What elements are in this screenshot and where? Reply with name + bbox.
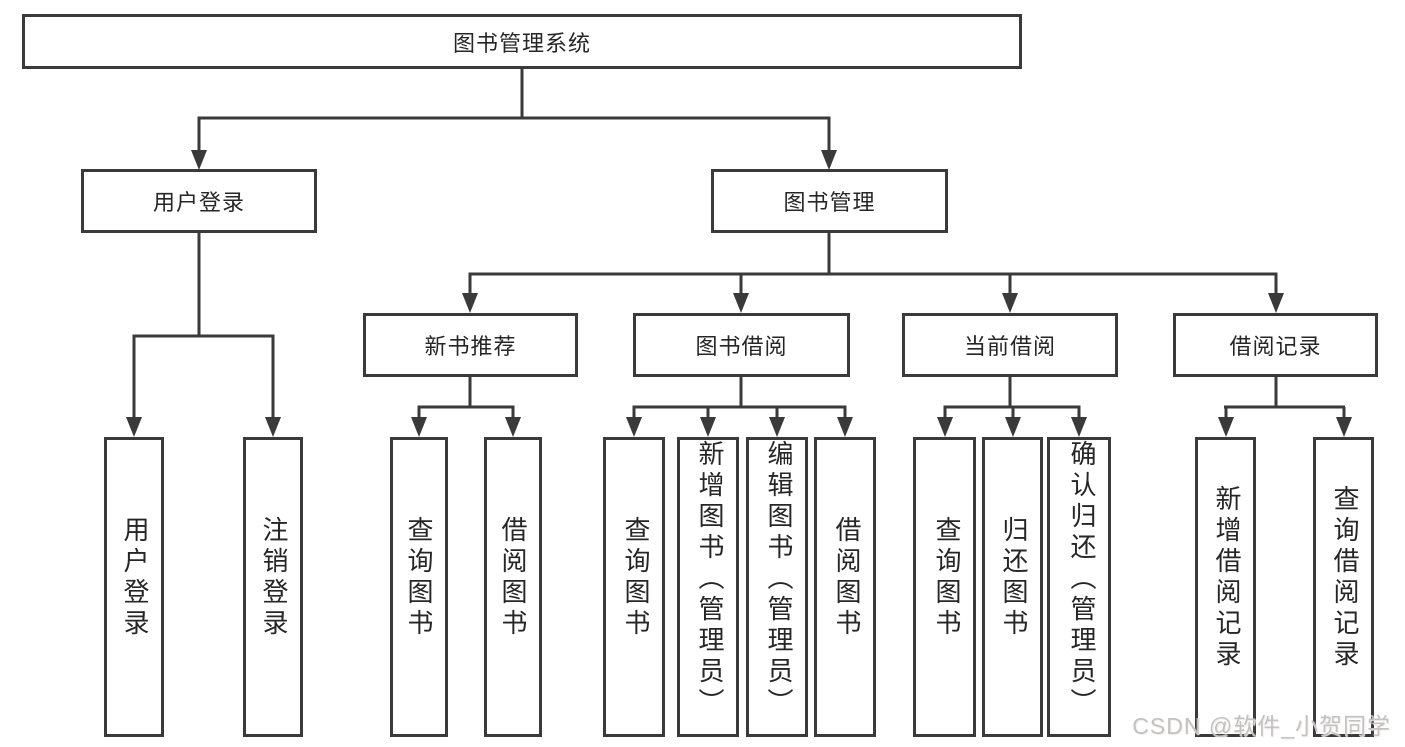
csdn-watermark: CSDN @软件_小贺同学 (1132, 713, 1391, 739)
arrow-down-icon (837, 417, 853, 437)
node-current-borrow: 当前借阅 (902, 313, 1118, 377)
node-borrow-records: 借阅记录 (1173, 313, 1378, 377)
leaf-borrow-books: 借阅图书 (814, 437, 876, 737)
leaf-confirm-return-admin: 确认归还（管理员） (1047, 437, 1111, 737)
leaf-add-borrow-record: 新增借阅记录 (1195, 437, 1256, 737)
arrow-down-icon (1218, 417, 1234, 437)
arrow-down-icon (1336, 417, 1352, 437)
arrow-down-icon (505, 417, 521, 437)
node-book-borrow: 图书借阅 (633, 313, 850, 377)
leaf-current-query-books: 查询图书 (913, 437, 976, 737)
arrow-down-icon (1071, 417, 1087, 437)
node-user-login: 用户登录 (81, 169, 317, 233)
arrow-down-icon (1005, 417, 1021, 437)
arrow-down-icon (769, 417, 785, 437)
arrow-down-icon (1002, 293, 1018, 313)
arrow-down-icon (191, 150, 207, 170)
arrow-down-icon (1268, 293, 1284, 313)
leaf-user-login: 用户登录 (104, 437, 164, 737)
arrow-down-icon (821, 150, 837, 170)
arrow-down-icon (937, 417, 953, 437)
node-root: 图书管理系统 (22, 14, 1022, 69)
leaf-recommend-query-books: 查询图书 (390, 437, 448, 737)
arrow-down-icon (411, 417, 427, 437)
leaf-borrow-query-books: 查询图书 (603, 437, 665, 737)
arrow-down-icon (733, 293, 749, 313)
node-new-book-recommend: 新书推荐 (363, 313, 578, 377)
leaf-edit-book-admin: 编辑图书（管理员） (746, 437, 808, 737)
arrow-down-icon (265, 417, 281, 437)
arrow-down-icon (626, 417, 642, 437)
leaf-add-book-admin: 新增图书（管理员） (677, 437, 739, 737)
leaf-logout: 注销登录 (243, 437, 303, 737)
leaf-return-book: 归还图书 (982, 437, 1043, 737)
arrow-down-icon (700, 417, 716, 437)
node-book-management: 图书管理 (711, 169, 948, 233)
arrow-down-icon (462, 293, 478, 313)
arrow-down-icon (126, 417, 142, 437)
leaf-query-borrow-record: 查询借阅记录 (1313, 437, 1374, 737)
leaf-recommend-borrow-books: 借阅图书 (484, 437, 542, 737)
